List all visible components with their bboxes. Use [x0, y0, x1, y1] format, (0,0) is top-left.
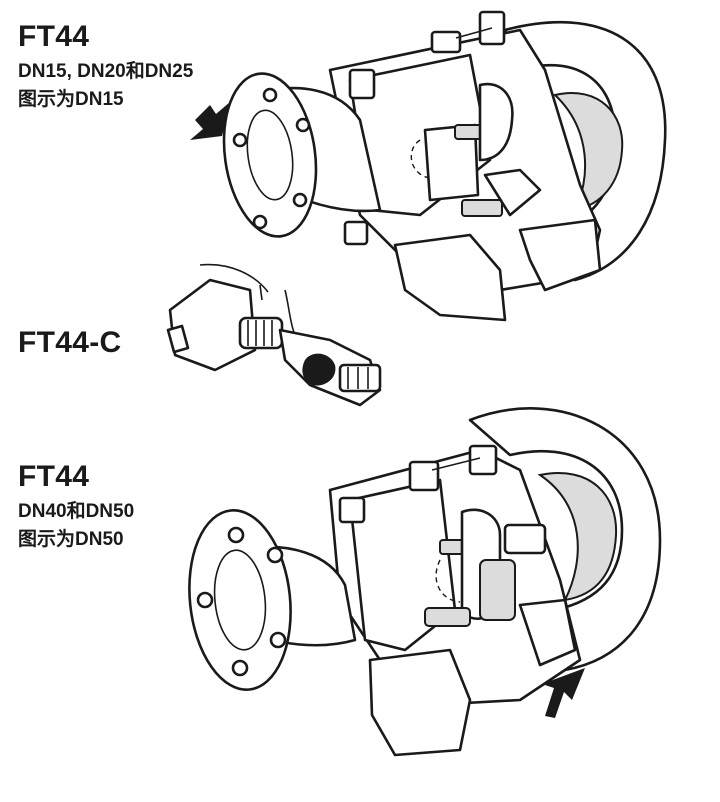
middle-model-title: FT44-C — [18, 326, 122, 359]
top-model-title: FT44 — [18, 20, 90, 53]
bottom-trap-illustration — [188, 407, 662, 757]
top-size-range: DN15, DN20和DN25 — [18, 61, 194, 82]
bottom-shown-size: 图示为DN50 — [18, 529, 124, 550]
top-shown-size: 图示为DN15 — [18, 89, 124, 110]
middle-cock-detail — [166, 263, 382, 407]
top-trap-illustration — [190, 10, 667, 322]
bottom-size-range: DN40和DN50 — [18, 501, 135, 522]
bottom-model-title: FT44 — [18, 460, 90, 493]
bottom-inlet-flow-arrow — [542, 668, 585, 718]
top-inlet-flow-arrow — [190, 102, 230, 140]
